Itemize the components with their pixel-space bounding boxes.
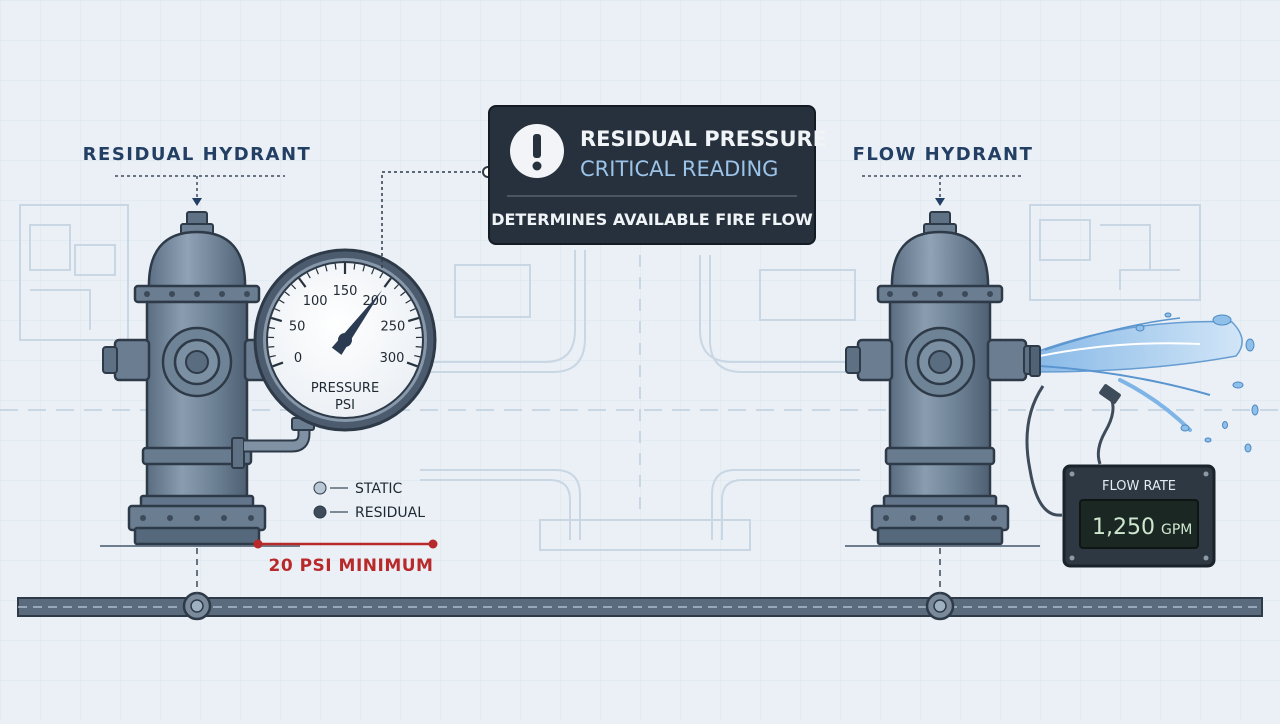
flow-rate-title: FLOW RATE [1102,479,1176,494]
alert-title: RESIDUAL PRESSURE [580,127,827,151]
flow-hydrant-label: FLOW HYDRANT [853,144,1034,165]
gauge-tick-label: 100 [303,294,328,309]
legend-residual-swatch [314,506,326,518]
legend-residual-label: RESIDUAL [355,505,425,521]
alert-note: DETERMINES AVAILABLE FIRE FLOW [491,210,813,229]
gauge-tick-label: 150 [333,284,358,299]
gauge-label-pressure: PRESSURE [311,381,379,396]
flow-rate-meter: FLOW RATE 1,250 GPM [1064,466,1214,566]
gauge-tick-label: 50 [289,320,306,335]
alert-subtitle: CRITICAL READING [580,157,778,181]
gauge-tick-label: 250 [380,320,405,335]
minimum-pressure-label: 20 PSI MINIMUM [269,556,434,576]
legend-static-swatch [314,482,326,494]
gauge-minor-tick [354,264,355,270]
minimum-pressure-marker: 20 PSI MINIMUM [254,540,438,577]
gauge-minor-tick [416,347,422,348]
gauge-minor-tick [335,264,336,270]
flow-rate-unit: GPM [1161,522,1192,538]
gauge-hub [338,333,352,347]
gauge-minor-tick [268,347,274,348]
residual-pressure-alert: RESIDUAL PRESSURE CRITICAL READING DETER… [489,106,827,244]
legend-static-label: STATIC [355,481,403,497]
residual-hydrant-label: RESIDUAL HYDRANT [83,144,312,165]
gauge-tick-label: 0 [294,351,302,366]
gauge-tick-label: 300 [380,351,405,366]
gauge-label-psi: PSI [335,398,355,413]
flow-rate-value: 1,250 [1092,515,1155,540]
